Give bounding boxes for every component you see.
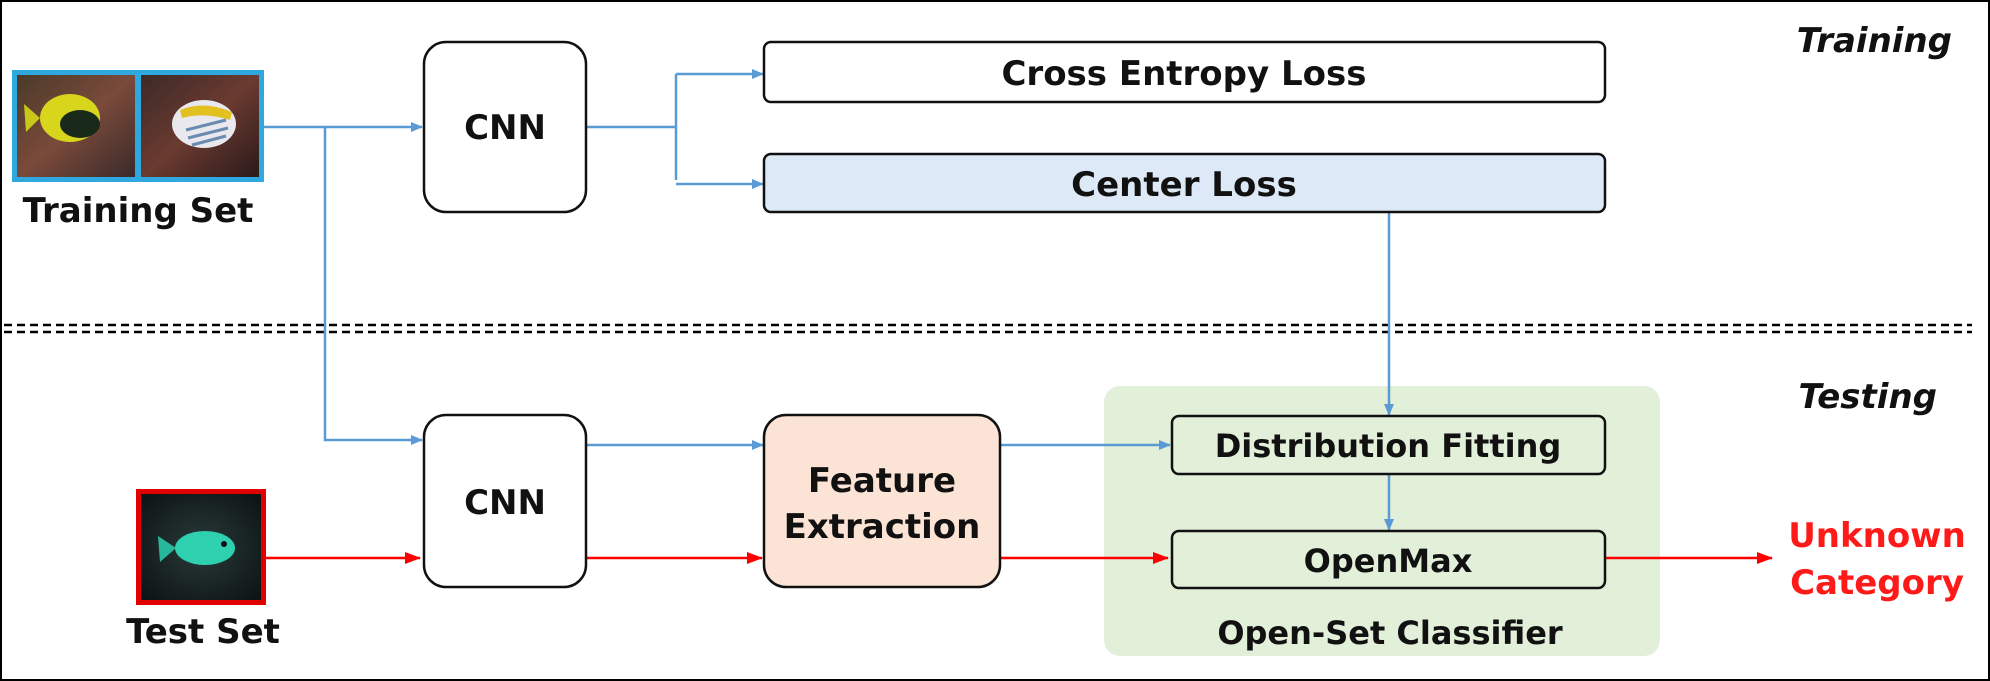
output-label-line2: Category	[1790, 563, 1964, 603]
distribution-fitting-label: Distribution Fitting	[1215, 427, 1562, 465]
test-set-label: Test Set	[126, 612, 280, 652]
training-section-title: Training	[1797, 21, 1952, 61]
cnn-training-label: CNN	[464, 108, 546, 148]
test-set-image	[136, 489, 266, 605]
section-divider	[4, 323, 1972, 334]
distribution-fitting-box	[1170, 414, 1607, 476]
training-flow-arrows	[264, 69, 1394, 531]
cross-entropy-loss-label: Cross Entropy Loss	[1001, 54, 1366, 94]
openmax-label: OpenMax	[1304, 542, 1473, 580]
center-loss-label: Center Loss	[1071, 165, 1297, 205]
feature-extraction-box	[762, 413, 1002, 589]
training-set-images	[12, 70, 264, 182]
openmax-box	[1170, 529, 1607, 590]
feature-extraction-label-line2: Extraction	[784, 507, 981, 547]
testing-section-title: Testing	[1798, 377, 1937, 417]
cnn-testing-box	[422, 413, 588, 589]
cross-entropy-loss-box	[762, 40, 1607, 104]
feature-extraction-label-line1: Feature	[808, 461, 956, 501]
open-set-classifier-label: Open-Set Classifier	[1217, 614, 1563, 652]
cnn-training-box	[422, 40, 588, 214]
cnn-testing-label: CNN	[464, 483, 546, 523]
center-loss-box	[762, 152, 1607, 214]
training-set-label: Training Set	[23, 191, 254, 231]
output-label-line1: Unknown	[1788, 516, 1966, 556]
teal-fish-icon	[175, 531, 235, 565]
